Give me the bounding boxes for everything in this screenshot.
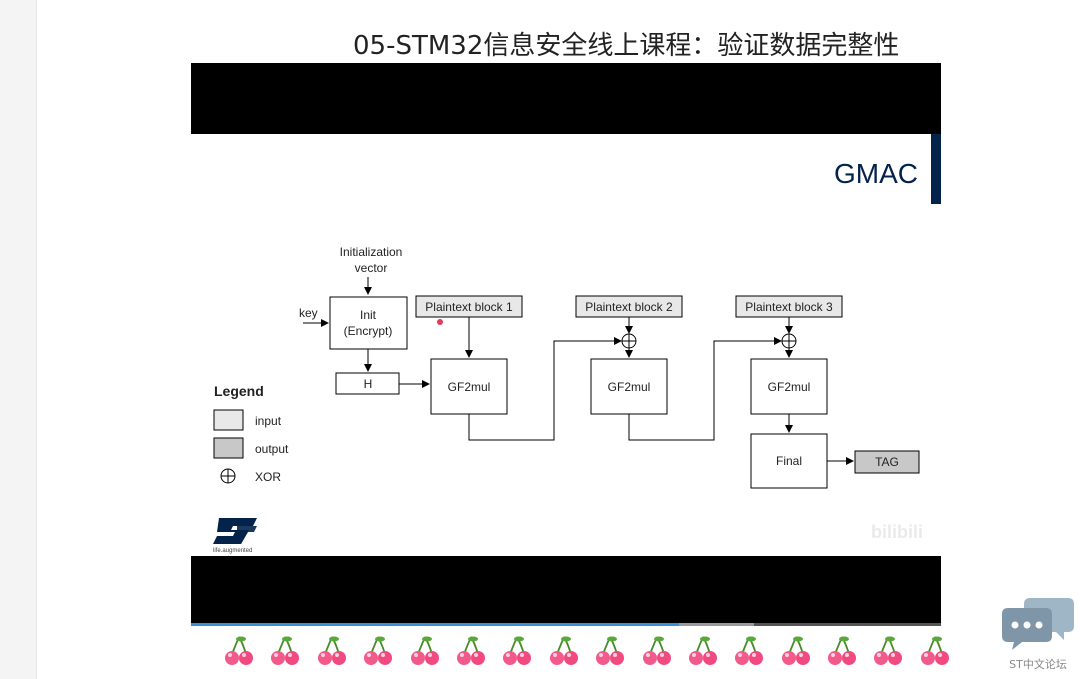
- plaintext-block-1-label: Plaintext block 1: [425, 300, 513, 314]
- init-label-line1: Init: [360, 308, 377, 322]
- video-letterbox-top: [191, 63, 941, 134]
- cherry-icon: [918, 634, 952, 668]
- cherry-icon: [500, 634, 534, 668]
- legend-input-label: input: [255, 414, 282, 428]
- watermark: bilibili: [871, 522, 923, 542]
- st-logo: life.augmented: [213, 518, 257, 554]
- xor-3-icon: [781, 333, 797, 349]
- cherry-icon: [361, 634, 395, 668]
- cherry-icon: [686, 634, 720, 668]
- chat-widget-label: ST中文论坛: [1009, 658, 1067, 671]
- cherry-icon: [640, 634, 674, 668]
- cherry-icon: [268, 634, 302, 668]
- gf2mul-label-2: GF2mul: [608, 380, 651, 394]
- gf2mul-box-1: [430, 358, 508, 415]
- video-player[interactable]: GMAC Initialization vector key Init (Enc…: [191, 63, 941, 625]
- cherry-icon: [315, 634, 349, 668]
- cherry-icon: [408, 634, 442, 668]
- cherry-icon: [779, 634, 813, 668]
- legend-output-swatch: [213, 437, 244, 459]
- st-logo-tagline: life.augmented: [213, 548, 252, 554]
- h-label: H: [364, 377, 373, 391]
- cherry-icon: [871, 634, 905, 668]
- cherry-icon: [825, 634, 859, 668]
- chat-widget[interactable]: ST中文论坛: [1000, 594, 1076, 674]
- gf1-to-xor2-path: [468, 337, 622, 441]
- cursor-dot: [437, 319, 443, 325]
- cherry-icon: [547, 634, 581, 668]
- legend-xor-label: XOR: [255, 470, 281, 484]
- gf2mul-label-3: GF2mul: [768, 380, 811, 394]
- tag-label: TAG: [875, 455, 899, 469]
- video-progress-fill: [191, 623, 679, 626]
- video-progress-bar[interactable]: [191, 623, 941, 626]
- chat-bubbles-icon: [1002, 598, 1074, 650]
- legend-input-swatch: [213, 409, 244, 431]
- tag-box: [854, 450, 920, 474]
- cherry-icon: [454, 634, 488, 668]
- init-box: [329, 296, 408, 350]
- left-gutter: [0, 0, 37, 679]
- video-slide: GMAC Initialization vector key Init (Enc…: [191, 134, 941, 556]
- slide-heading: GMAC: [834, 158, 918, 189]
- final-label: Final: [776, 454, 802, 468]
- slide-accent-bar: [931, 134, 941, 204]
- init-label-line2: (Encrypt): [344, 324, 393, 338]
- legend-xor-icon: [220, 468, 236, 484]
- gf2-to-xor3-path: [628, 337, 782, 441]
- legend-title: Legend: [214, 383, 264, 399]
- cherry-decoration-row: [222, 634, 952, 670]
- cherry-icon: [222, 634, 256, 668]
- legend-output-label: output: [255, 442, 289, 456]
- plaintext-block-3-label: Plaintext block 3: [745, 300, 833, 314]
- iv-label-line2: vector: [355, 261, 388, 275]
- page-title: 05-STM32信息安全线上课程：验证数据完整性: [353, 31, 900, 61]
- gf2mul-label-1: GF2mul: [448, 380, 491, 394]
- key-label: key: [299, 306, 318, 320]
- cherry-icon: [732, 634, 766, 668]
- cherry-icon: [593, 634, 627, 668]
- xor-2-icon: [621, 333, 637, 349]
- video-letterbox-bottom: [191, 556, 941, 625]
- plaintext-block-2-label: Plaintext block 2: [585, 300, 673, 314]
- iv-label-line1: Initialization: [340, 245, 403, 259]
